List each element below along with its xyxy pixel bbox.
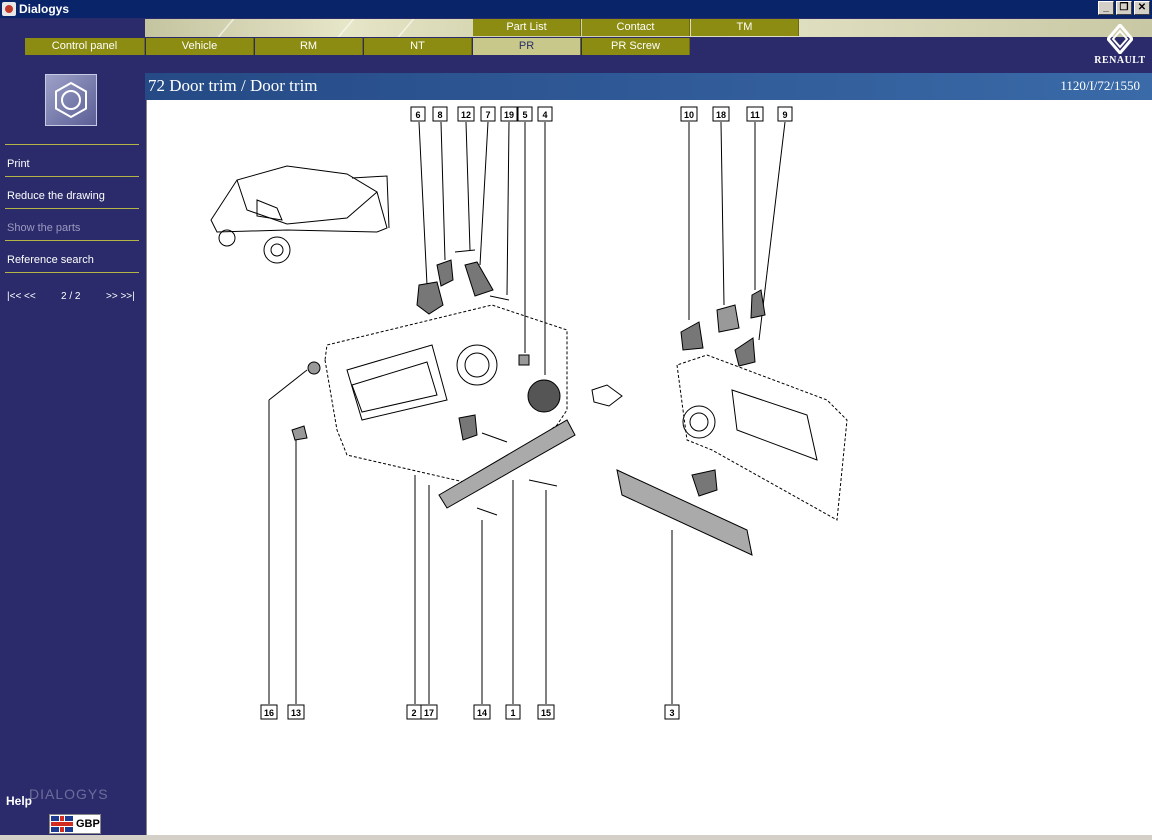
svg-text:2: 2 [411, 708, 416, 718]
svg-text:8: 8 [437, 110, 442, 120]
svg-text:4: 4 [542, 110, 547, 120]
svg-text:13: 13 [291, 708, 301, 718]
window-title: Dialogys [19, 2, 70, 16]
exploded-drawing: 6 8 12 7 19 5 4 10 18 11 9 16 13 2 17 14… [146, 100, 1152, 835]
left-trim-parts [291, 259, 576, 509]
leader-lines [268, 121, 786, 704]
renault-logo: RENAULT [1094, 24, 1146, 68]
close-button[interactable]: ✕ [1134, 1, 1150, 15]
clip-part [591, 384, 623, 407]
callout-10: 10 [680, 106, 698, 122]
callout-6: 6 [410, 106, 426, 122]
callout-4: 4 [537, 106, 553, 122]
tab-part-list[interactable]: Part List [473, 19, 581, 36]
callout-14: 14 [473, 704, 491, 720]
drawing-canvas: 6 8 12 7 19 5 4 10 18 11 9 16 13 2 17 14… [210, 106, 848, 720]
right-trim-parts [616, 289, 766, 556]
callout-16: 16 [260, 704, 278, 720]
svg-text:9: 9 [782, 110, 787, 120]
svg-text:19: 19 [504, 110, 514, 120]
window-controls: _ ❐ ✕ [1098, 1, 1150, 15]
tab-pr[interactable]: PR [473, 38, 581, 55]
tab-nt[interactable]: NT [364, 38, 472, 55]
language-code: GBP [76, 818, 100, 830]
car-illustration [210, 165, 390, 264]
help-link[interactable]: Help [6, 794, 33, 808]
menu-print[interactable]: Print [7, 158, 30, 170]
svg-text:10: 10 [684, 110, 694, 120]
menu-reduce-drawing[interactable]: Reduce the drawing [7, 190, 105, 202]
tab-pr-screw[interactable]: PR Screw [582, 38, 690, 55]
tab-tm[interactable]: TM [691, 19, 799, 36]
app-header: Part List Contact TM Control panel Vehic… [0, 18, 1152, 73]
renault-diamond-icon [1107, 24, 1133, 54]
pager-page: 2 / 2 [61, 291, 81, 302]
svg-text:16: 16 [264, 708, 274, 718]
content-header: 72 Door trim / Door trim 1120/I/72/1550 [145, 73, 1152, 100]
pager-next-last[interactable]: >> >>| [106, 291, 135, 302]
callout-17: 17 [420, 704, 438, 720]
svg-text:12: 12 [461, 110, 471, 120]
svg-text:11: 11 [750, 110, 760, 120]
brand-name: RENAULT [1094, 55, 1146, 66]
callouts-top: 6 8 12 7 19 5 4 10 18 11 9 [410, 106, 793, 122]
app-icon [2, 2, 16, 16]
drawing-reference: 1120/I/72/1550 [1060, 78, 1140, 93]
svg-text:17: 17 [424, 708, 434, 718]
minimize-button[interactable]: _ [1098, 1, 1114, 15]
status-strip [0, 835, 1152, 840]
svg-text:18: 18 [716, 110, 726, 120]
callout-1: 1 [505, 704, 521, 720]
tab-control-panel[interactable]: Control panel [25, 38, 145, 55]
svg-text:6: 6 [415, 110, 420, 120]
svg-text:3: 3 [669, 708, 674, 718]
menu-show-parts: Show the parts [7, 222, 81, 234]
restore-button[interactable]: ❐ [1116, 1, 1132, 15]
callout-12: 12 [457, 106, 475, 122]
right-door-panel [676, 354, 848, 521]
menu-reference-search[interactable]: Reference search [7, 254, 94, 266]
left-door-panel [324, 304, 568, 486]
callout-3: 3 [664, 704, 680, 720]
svg-text:5: 5 [522, 110, 527, 120]
callout-8: 8 [432, 106, 448, 122]
callout-13: 13 [287, 704, 305, 720]
uk-flag-icon [51, 816, 73, 832]
tab-contact[interactable]: Contact [582, 19, 690, 36]
callout-7: 7 [480, 106, 496, 122]
svg-text:14: 14 [477, 708, 487, 718]
svg-text:1: 1 [510, 708, 515, 718]
callout-5: 5 [517, 106, 533, 122]
pager-first-prev[interactable]: |<< << [7, 291, 36, 302]
callout-18: 18 [712, 106, 730, 122]
language-selector[interactable]: GBP [49, 814, 101, 834]
callout-9: 9 [777, 106, 793, 122]
sidebar: Print Reduce the drawing Show the parts … [0, 73, 145, 840]
tab-rm[interactable]: RM [255, 38, 363, 55]
callout-19: 19 [500, 106, 518, 122]
dialogys-logo: DIALOGYS [29, 786, 109, 802]
callouts-bottom: 16 13 2 17 14 1 15 3 [260, 704, 680, 720]
screws [454, 249, 558, 516]
page-title: 72 Door trim / Door trim [148, 76, 318, 95]
callout-15: 15 [537, 704, 555, 720]
window-titlebar: Dialogys _ ❐ ✕ [0, 0, 1152, 18]
svg-text:7: 7 [485, 110, 490, 120]
callout-11: 11 [746, 106, 764, 122]
callout-2: 2 [406, 704, 422, 720]
tab-vehicle[interactable]: Vehicle [146, 38, 254, 55]
svg-text:15: 15 [541, 708, 551, 718]
hex-nut-icon [45, 74, 97, 126]
